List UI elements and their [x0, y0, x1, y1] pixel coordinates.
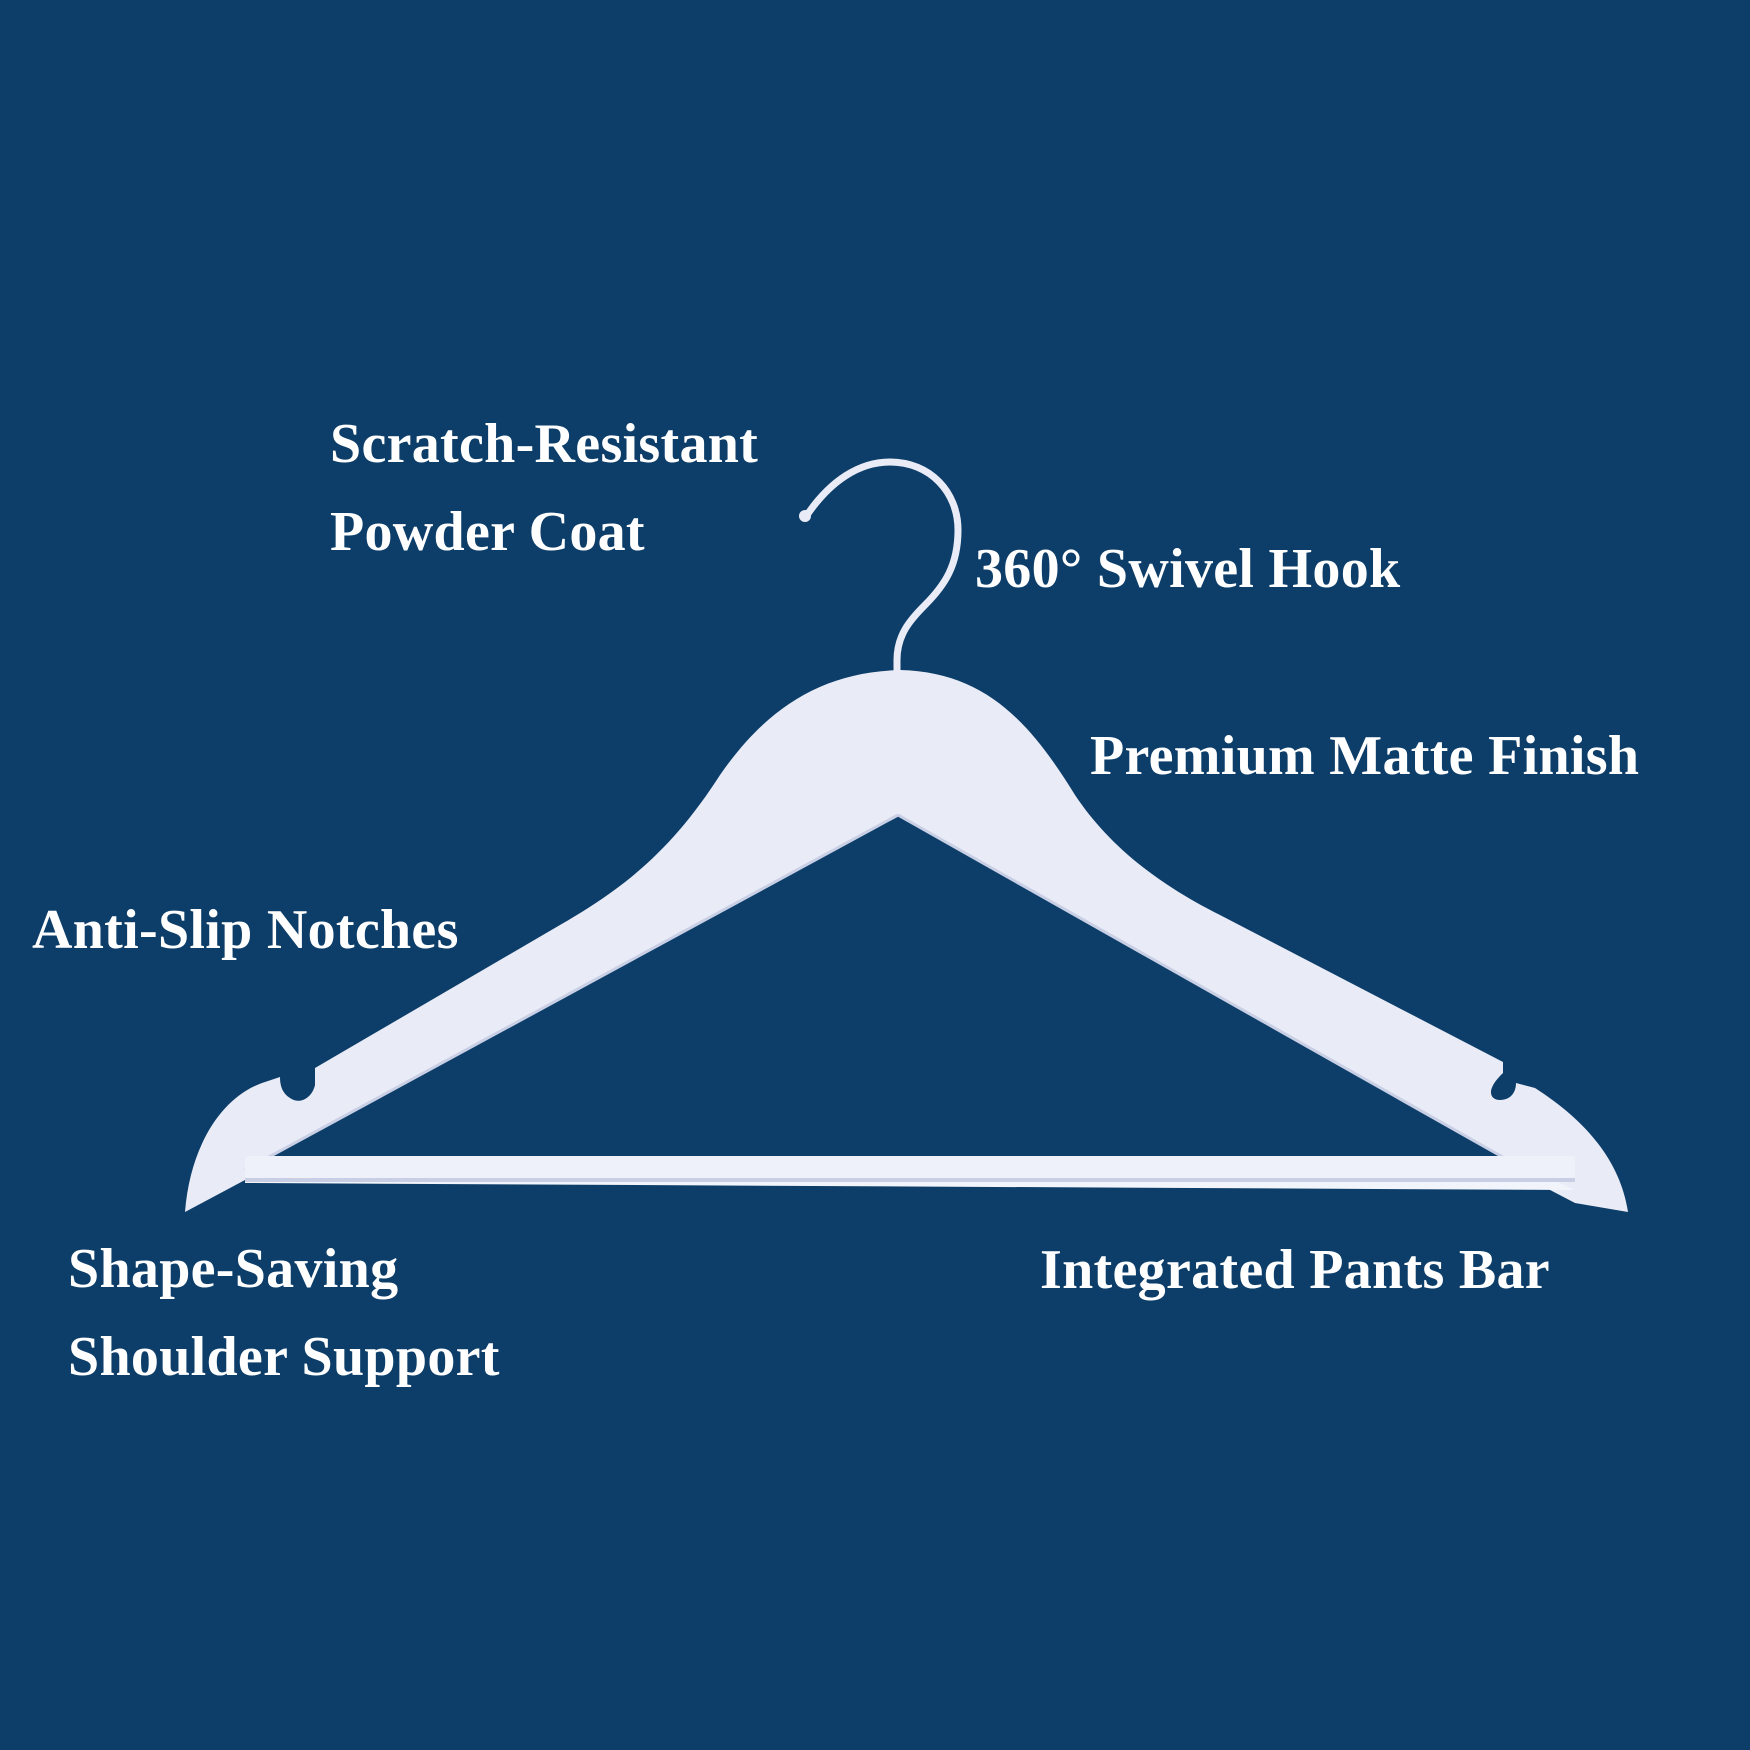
feature-label-matte-finish: Premium Matte Finish: [1090, 712, 1639, 800]
pants-bar-rod: [245, 1156, 1575, 1182]
hook-tip: [799, 510, 811, 522]
hanger-body: [185, 670, 1628, 1212]
hanger-inner-edge: [244, 813, 1509, 1172]
feature-label-line: Integrated Pants Bar: [1040, 1239, 1550, 1301]
feature-label-line: Premium Matte Finish: [1090, 725, 1640, 787]
pants-bar-shadow: [245, 1178, 1575, 1182]
swivel-hook: [801, 458, 962, 676]
feature-label-line: Anti-Slip Notches: [32, 899, 459, 961]
feature-label-line: 360° Swivel Hook: [975, 538, 1401, 600]
feature-label-line: Powder Coat: [330, 501, 645, 563]
feature-label-powder-coat: Scratch-Resistant Powder Coat: [330, 400, 758, 576]
feature-label-pants-bar: Integrated Pants Bar: [1040, 1226, 1550, 1314]
feature-label-notches: Anti-Slip Notches: [32, 886, 459, 974]
feature-label-line: Shoulder Support: [68, 1326, 500, 1388]
feature-label-shoulder-support: Shape-Saving Shoulder Support: [68, 1225, 500, 1401]
feature-label-line: Shape-Saving: [68, 1238, 399, 1300]
feature-label-swivel-hook: 360° Swivel Hook: [975, 525, 1400, 613]
feature-label-line: Scratch-Resistant: [330, 413, 759, 475]
